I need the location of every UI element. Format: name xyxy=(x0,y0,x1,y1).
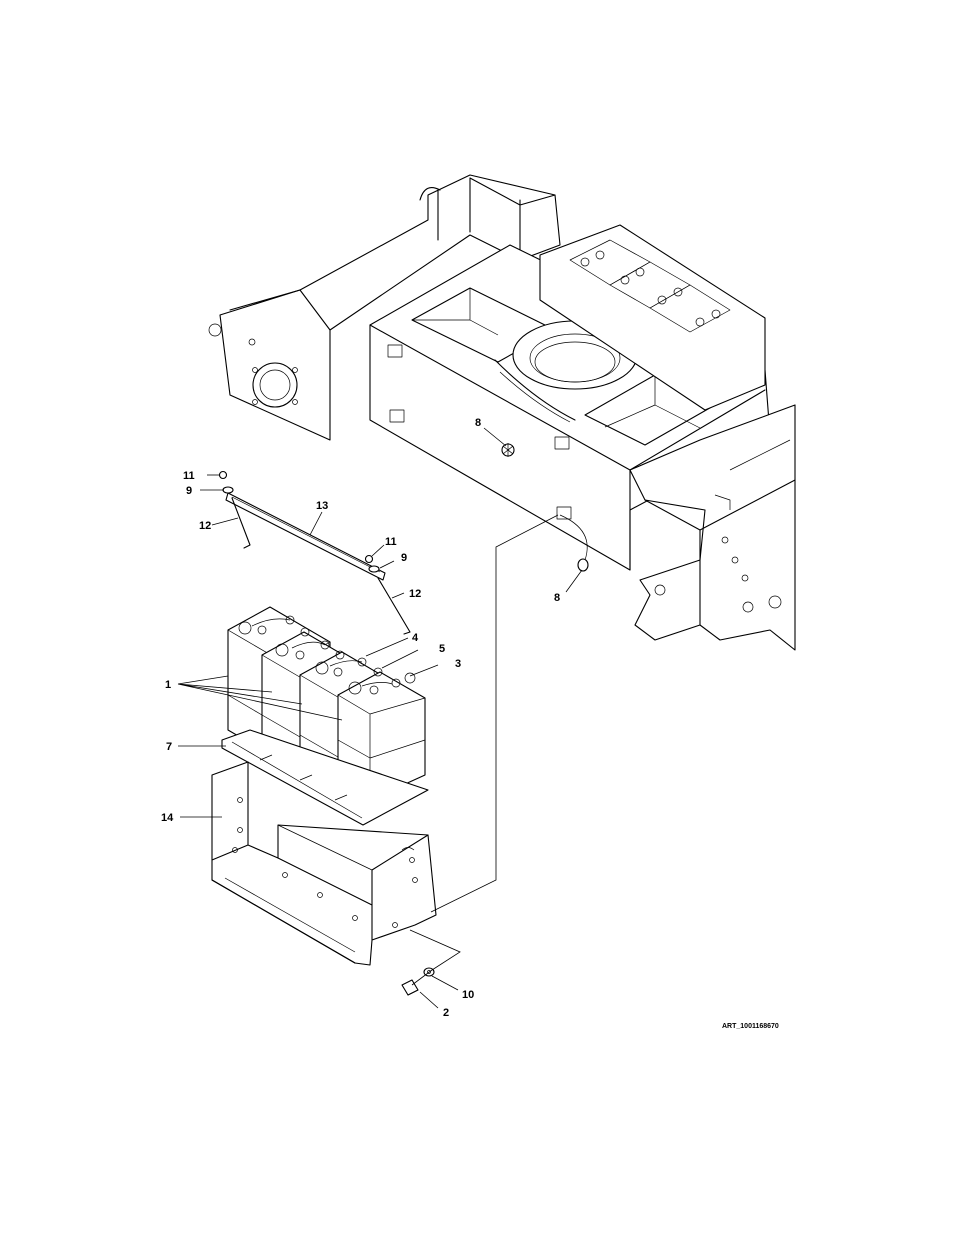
callout-5: 5 xyxy=(439,643,445,655)
callout-13: 13 xyxy=(316,500,328,512)
hold-down-bar xyxy=(220,472,411,635)
callout-11-left: 11 xyxy=(183,470,195,482)
art-reference: ART_1001168670 xyxy=(722,1023,779,1030)
callout-3: 3 xyxy=(455,658,461,670)
callout-9-left: 9 xyxy=(186,485,192,497)
callout-4: 4 xyxy=(412,632,419,644)
callout-11-right: 11 xyxy=(385,536,397,548)
callout-10: 10 xyxy=(462,989,474,1001)
chassis-frame xyxy=(209,175,795,650)
callout-8-frame: 8 xyxy=(475,417,481,429)
assembly-lead-line xyxy=(431,515,558,912)
callout-12-right: 12 xyxy=(409,588,421,600)
callout-1: 1 xyxy=(165,679,171,691)
callout-9-right: 9 xyxy=(401,552,407,564)
callout-14: 14 xyxy=(161,812,174,824)
callout-8-bolt: 8 xyxy=(554,592,560,604)
callout-12-left: 12 xyxy=(199,520,211,532)
callout-2: 2 xyxy=(443,1007,449,1019)
callout-7: 7 xyxy=(166,741,172,753)
